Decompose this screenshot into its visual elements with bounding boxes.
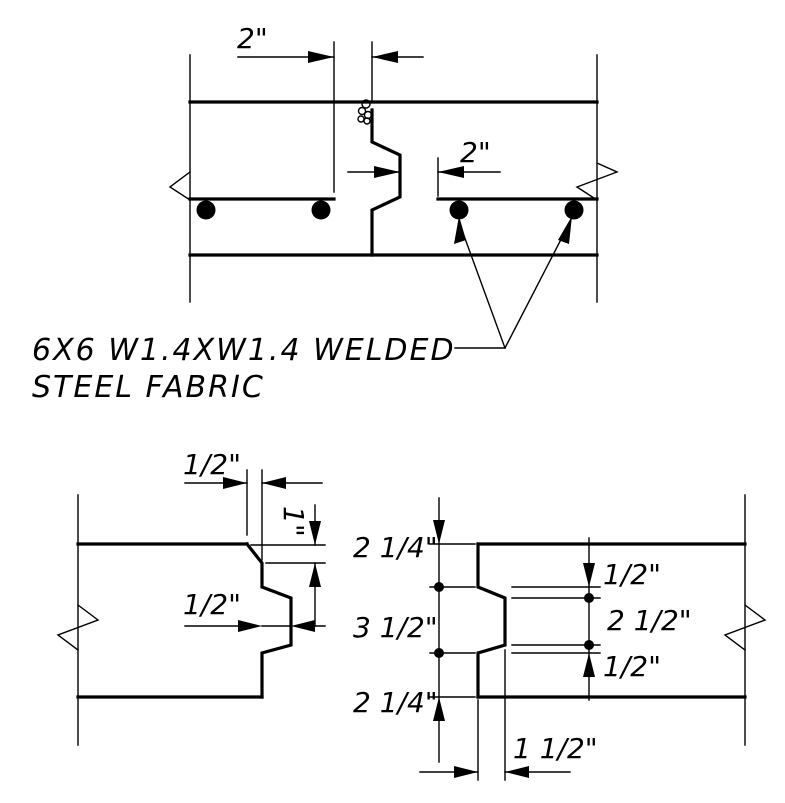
left-slab-key-profile <box>244 541 293 699</box>
fabric-wire-4 <box>564 200 584 220</box>
fabric-wire-3 <box>449 200 469 220</box>
dim-right-key: 2 1/2" <box>607 604 692 637</box>
dim-right-top: 2 1/4" <box>353 531 438 564</box>
right-slab-break-line <box>723 604 767 651</box>
fabric-wire-2 <box>311 200 331 220</box>
bottom-left-detail: 1/2" 1" 1/2" <box>56 448 326 746</box>
dim-right-width: 1 1/2" <box>513 732 598 765</box>
dim-right-middle: 3 1/2" <box>353 611 438 644</box>
fabric-wire-1 <box>196 200 216 220</box>
fabric-note-line2: STEEL FABRIC <box>32 370 265 405</box>
dim-left-small: 1" <box>277 506 310 537</box>
dim-joint-offset-label: 2" <box>237 22 268 55</box>
dim-right-half-lower: 1/2" <box>603 650 661 683</box>
dim-right-bottom: 2 1/4" <box>353 686 438 719</box>
fabric-note-line1: 6X6 W1.4XW1.4 WELDED <box>32 333 456 368</box>
top-detail: 2" 2" 6X6 W1.4XW1.4 WELDED STEEL FABRIC <box>32 22 619 405</box>
joint-sealant <box>357 99 373 125</box>
dim-left-top-half: 1/2" <box>183 448 241 481</box>
dim-bar-gap: 2" <box>347 136 501 197</box>
left-break-line <box>168 171 191 201</box>
keyed-joint-profile <box>370 108 402 257</box>
left-slab-break-line <box>56 604 100 651</box>
bottom-right-detail: 2 1/4" 3 1/2" 2 1/4" 1/2" 2 1/2" 1/2" 1 … <box>353 494 767 781</box>
dim-joint-offset: 2" <box>237 22 424 193</box>
fabric-leader <box>454 216 572 349</box>
dim-left-mid-half: 1/2" <box>183 588 241 621</box>
dim-bar-gap-label: 2" <box>460 136 491 169</box>
right-slab-key-profile <box>476 542 507 699</box>
right-break-line <box>575 162 619 201</box>
dim-right-half-upper: 1/2" <box>603 558 661 591</box>
